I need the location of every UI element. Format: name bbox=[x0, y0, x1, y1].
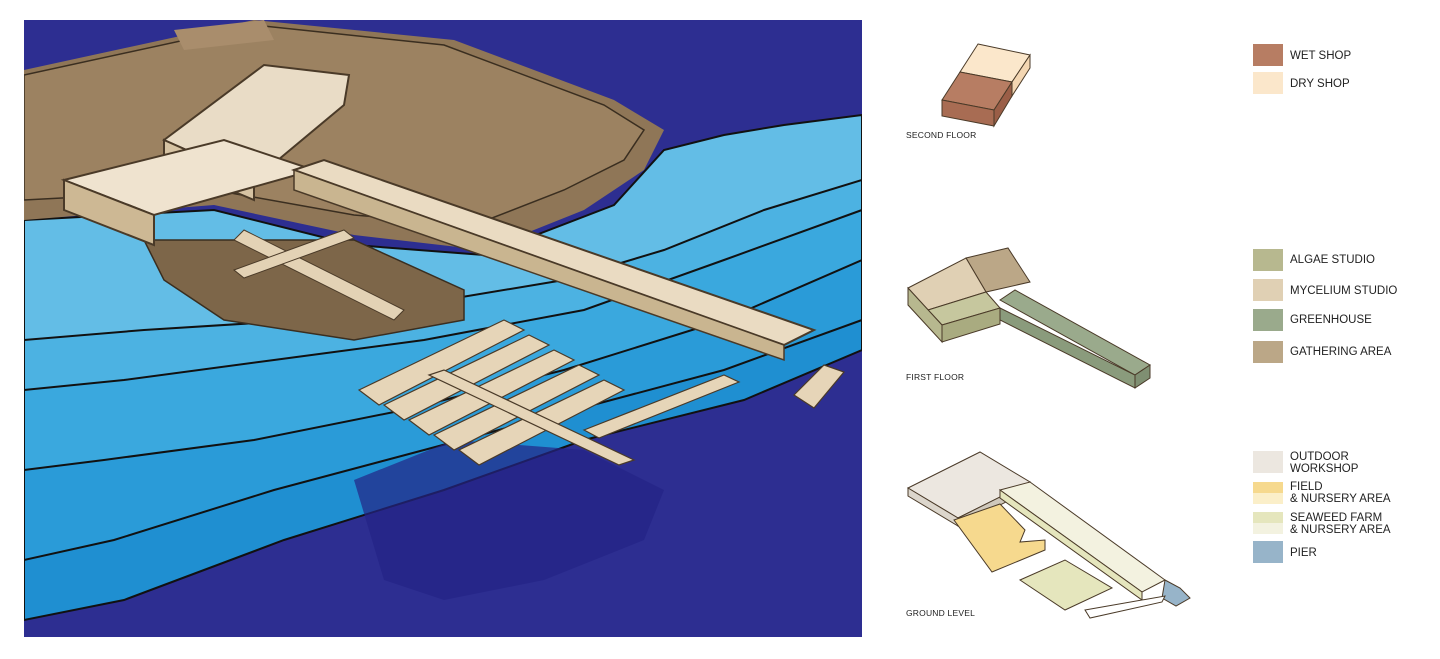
seaweed-farm-label: SEAWEED FARM & NURSERY AREA bbox=[1290, 512, 1391, 536]
gathering-area-label: GATHERING AREA bbox=[1290, 346, 1392, 358]
wet-shop-side bbox=[993, 80, 1013, 128]
water-shadow bbox=[354, 440, 664, 600]
ground-level-axo bbox=[906, 451, 1191, 619]
mycelium-studio-label: MYCELIUM STUDIO bbox=[1290, 285, 1398, 297]
land-road bbox=[174, 20, 274, 50]
walkway-b bbox=[232, 229, 356, 279]
second-floor-axo bbox=[941, 43, 1031, 128]
dry-shop-label: DRY SHOP bbox=[1290, 78, 1350, 90]
middle-volume-side bbox=[63, 178, 155, 247]
algae-studio-label: ALGAE STUDIO bbox=[1290, 254, 1375, 266]
mycelium-studio-swatch bbox=[1253, 279, 1283, 301]
outdoor-workshop-top bbox=[906, 451, 1032, 519]
outdoor-workshop-label: OUTDOOR WORKSHOP bbox=[1290, 451, 1359, 475]
algae-studio-swatch bbox=[1253, 249, 1283, 271]
seaweed-nursery-area bbox=[1018, 559, 1114, 611]
pier-walk bbox=[1084, 595, 1166, 619]
site-model-photo bbox=[24, 20, 862, 637]
pier-swatch bbox=[1253, 541, 1283, 563]
long-bar-side bbox=[293, 168, 785, 362]
field-nursery-area bbox=[953, 503, 1046, 573]
seaweed-farm-swatch bbox=[1253, 512, 1283, 534]
pier-slats bbox=[357, 319, 846, 466]
greenhouse-top bbox=[999, 289, 1151, 376]
greenhouse-label: GREENHOUSE bbox=[1290, 314, 1372, 326]
first-floor-axo bbox=[907, 247, 1151, 389]
second-floor-label: SECOND FLOOR bbox=[906, 130, 977, 140]
pier-block bbox=[1161, 579, 1191, 607]
dry-shop-swatch bbox=[1253, 72, 1283, 94]
ground-level-label: GROUND LEVEL bbox=[906, 608, 976, 618]
greenhouse-swatch bbox=[1253, 309, 1283, 331]
greenhouse-front bbox=[999, 307, 1136, 389]
field-nursery-swatch bbox=[1253, 482, 1283, 504]
axonometric-panel: SECOND FLOOR FIRST FLOOR GROUND LEVEL WE… bbox=[880, 20, 1440, 640]
wet-shop-label: WET SHOP bbox=[1290, 50, 1352, 62]
outdoor-workshop-swatch bbox=[1253, 451, 1283, 473]
algae-studio-side bbox=[941, 307, 1001, 343]
gathering-area-swatch bbox=[1253, 341, 1283, 363]
walkway-a bbox=[233, 229, 405, 321]
field-nursery-label: FIELD & NURSERY AREA bbox=[1290, 481, 1391, 505]
axonometric-drawings bbox=[906, 43, 1191, 619]
wet-shop-swatch bbox=[1253, 44, 1283, 66]
first-floor-label: FIRST FLOOR bbox=[906, 372, 965, 382]
pier-label: PIER bbox=[1290, 547, 1317, 559]
